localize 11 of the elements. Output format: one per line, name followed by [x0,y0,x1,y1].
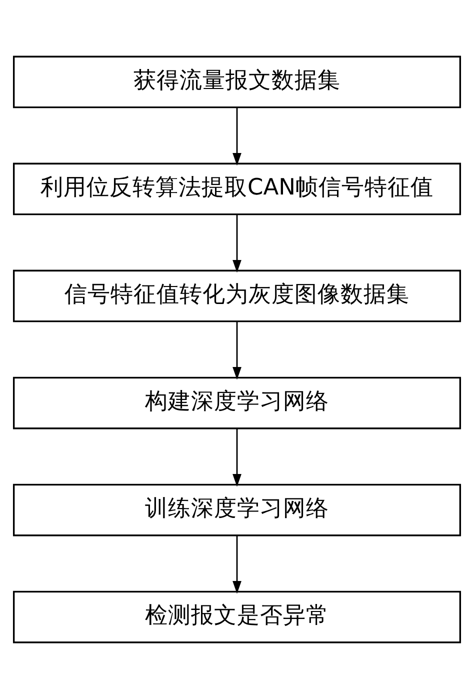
node-box: 检测报文是否异常 [12,590,462,644]
node-box: 信号特征值转化为灰度图像数据集 [12,270,462,322]
arrow [232,322,242,380]
arrow [232,536,242,594]
node-box: 获得流量报文数据集 [12,56,462,108]
arrow [232,108,242,166]
node-box: 训练深度学习网络 [12,484,462,536]
arrow [232,428,242,487]
arrow [232,214,242,273]
node-box: 构建深度学习网络 [12,376,462,430]
node-box: 利用位反转算法提取CAN帧信号特征值 [12,162,462,216]
